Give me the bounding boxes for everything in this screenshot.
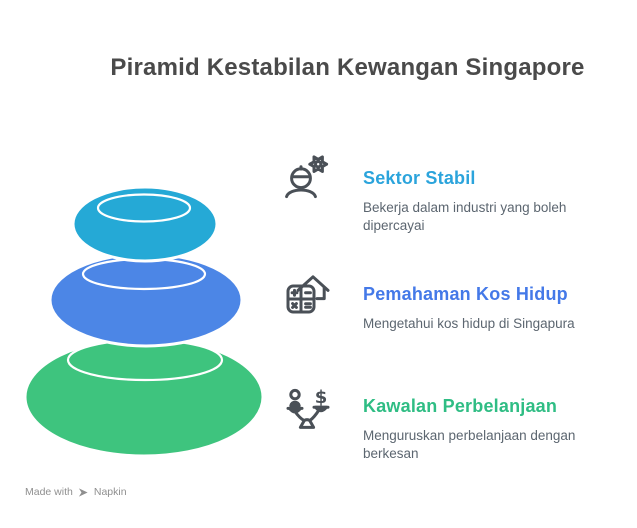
worker-gear-icon	[283, 153, 331, 235]
list-item-pemahaman-kos-hidup: Pemahaman Kos Hidup Mengetahui kos hidup…	[283, 270, 615, 333]
made-with-footer: Made with Napkin	[25, 486, 127, 498]
napkin-logo-icon	[78, 487, 88, 497]
list-item-sektor-stabil: Sektor Stabil Bekerja dalam industri yan…	[283, 153, 615, 235]
item-title: Sektor Stabil	[363, 168, 476, 188]
scale-person-dollar-icon: $	[283, 386, 331, 463]
stone-top-rim	[96, 193, 192, 223]
calculator-house-icon	[283, 270, 331, 333]
list-item-kawalan-perbelanjaan: $ Kawalan Perbelanjaan Menguruskan perbe…	[283, 386, 615, 463]
page-title: Piramid Kestabilan Kewangan Singapore	[110, 54, 585, 81]
item-title: Pemahaman Kos Hidup	[363, 284, 568, 304]
item-title: Kawalan Perbelanjaan	[363, 396, 558, 416]
napkin-brand-link[interactable]: Napkin	[93, 486, 127, 498]
stone-bottom	[23, 336, 265, 458]
item-description: Mengetahui kos hidup di Singapura	[363, 316, 575, 331]
item-description: Menguruskan perbelanjaan dengan berkesan	[363, 428, 576, 461]
made-with-label: Made with	[25, 486, 73, 498]
stone-pyramid-graphic	[23, 185, 265, 458]
svg-text:$: $	[315, 387, 328, 408]
stone-middle	[48, 252, 244, 348]
item-description: Bekerja dalam industri yang boleh diperc…	[363, 200, 567, 233]
stone-top	[71, 185, 219, 263]
